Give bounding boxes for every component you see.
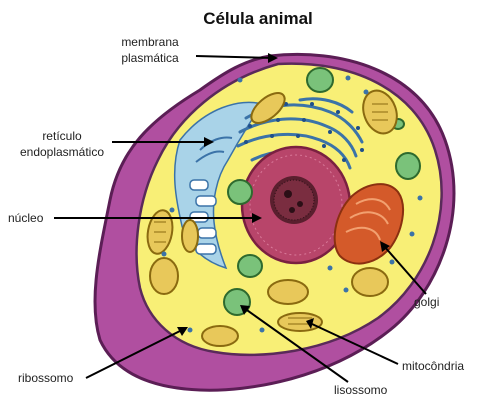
reticulo-label-line1: retículo xyxy=(42,129,82,143)
nucleus xyxy=(242,147,350,263)
golgi-label: golgi xyxy=(414,295,439,309)
diagram-title: Célula animal xyxy=(203,9,313,28)
nucleo-label: núcleo xyxy=(8,211,44,225)
membrana-label-line1: membrana xyxy=(121,35,179,49)
lisossomo-label: lisossomo xyxy=(334,383,388,397)
reticulo-label-line2: endoplasmático xyxy=(20,145,104,159)
membrana-label-line2: plasmática xyxy=(121,51,179,65)
mitocondria-label: mitocôndria xyxy=(402,359,464,373)
ribossomo-label: ribossomo xyxy=(18,371,74,385)
